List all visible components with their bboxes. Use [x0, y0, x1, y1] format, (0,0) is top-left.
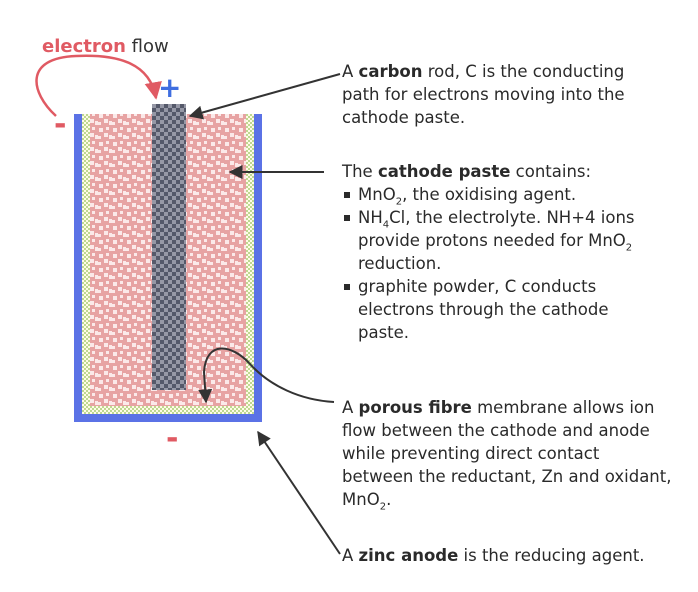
mno2-item: MnO2, the oxidising agent.: [342, 183, 662, 207]
positive-terminal-sign: +: [158, 71, 182, 104]
nh4cl-item: NH4Cl, the electrolyte. NH+4 ions provid…: [342, 206, 662, 275]
negative-terminal-sign-bottom: -: [166, 421, 179, 456]
zinc-anode-annotation: A zinc anode is the reducing agent.: [342, 546, 645, 565]
porous-fibre-pointer: [198, 347, 335, 404]
carbon-rod-pointer: [188, 73, 341, 120]
zinc-anode-pointer: [257, 430, 341, 555]
graphite-item: graphite powder, C conducts electrons th…: [342, 275, 662, 344]
carbon-rod: [152, 104, 186, 390]
electron-flow-label: electron flow: [42, 36, 169, 57]
porous-fibre-annotation: A porous fibre membrane allows ion flow …: [342, 398, 672, 513]
electron-flow-arrow: [35, 54, 162, 117]
carbon-rod-annotation: A carbon rod, C is the conducting path f…: [342, 62, 625, 127]
cathode-paste-annotation: The cathode paste contains: MnO2, the ox…: [342, 160, 662, 344]
negative-terminal-sign-left: -: [54, 107, 67, 142]
